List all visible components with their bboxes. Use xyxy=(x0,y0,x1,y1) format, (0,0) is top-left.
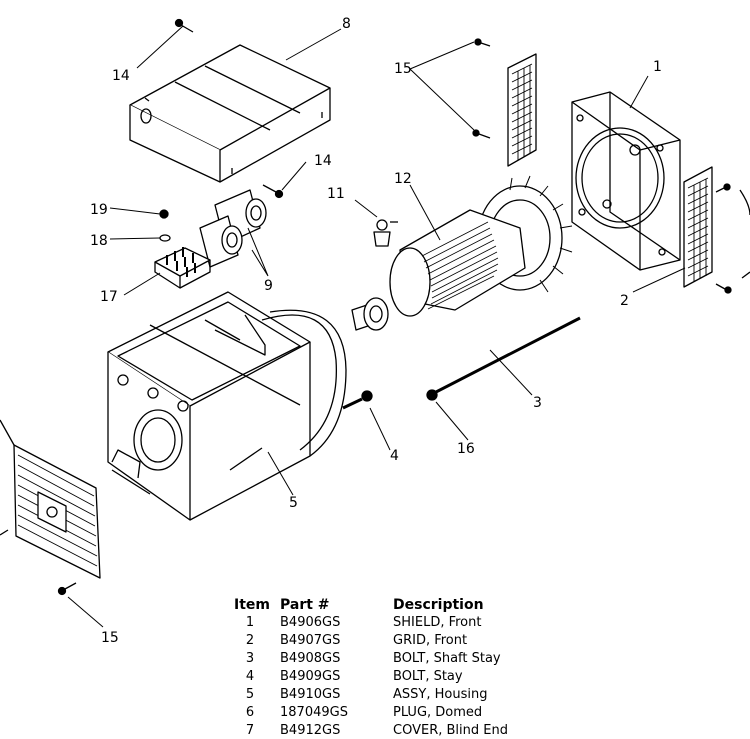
leader-lines xyxy=(67,25,686,628)
cover-top xyxy=(129,44,331,183)
callout-12: 12 xyxy=(394,171,412,187)
callout-5: 5 xyxy=(289,495,298,511)
front-shield xyxy=(571,91,681,271)
washer-18 xyxy=(159,234,171,242)
callout-15-lower: 15 xyxy=(101,630,119,646)
callout-8: 8 xyxy=(342,16,351,32)
callout-1: 1 xyxy=(653,59,662,75)
callout-19: 19 xyxy=(90,202,108,218)
nut-19 xyxy=(159,209,169,219)
terminal-block-17 xyxy=(154,247,211,289)
capacitors-9 xyxy=(199,189,267,268)
callout-14-lower: 14 xyxy=(314,153,332,169)
screw-15-lower xyxy=(57,582,77,596)
header-description: Description xyxy=(393,597,484,613)
screw-14-lower xyxy=(262,184,284,199)
header-part: Part # xyxy=(280,597,330,613)
grid-rear-small xyxy=(472,38,537,167)
blind-end-cover xyxy=(0,419,101,579)
callout-9: 9 xyxy=(264,278,273,294)
table-header-row: Item Part # Description xyxy=(230,596,530,614)
callout-17: 17 xyxy=(100,289,118,305)
header-item: Item xyxy=(234,597,270,613)
housing xyxy=(107,291,347,521)
shaft-stay-bolt-3 xyxy=(426,316,581,401)
callout-16: 16 xyxy=(457,441,475,457)
callout-2: 2 xyxy=(620,293,629,309)
connector-11 xyxy=(373,219,398,247)
callout-3: 3 xyxy=(533,395,542,411)
grid-front xyxy=(683,166,750,294)
callout-18: 18 xyxy=(90,233,108,249)
callout-4: 4 xyxy=(390,448,399,464)
callout-11: 11 xyxy=(327,186,345,202)
rotor xyxy=(351,175,573,331)
callout-15-top: 15 xyxy=(394,61,412,77)
stay-bolt-4 xyxy=(342,390,373,410)
callout-14-top: 14 xyxy=(112,68,130,84)
